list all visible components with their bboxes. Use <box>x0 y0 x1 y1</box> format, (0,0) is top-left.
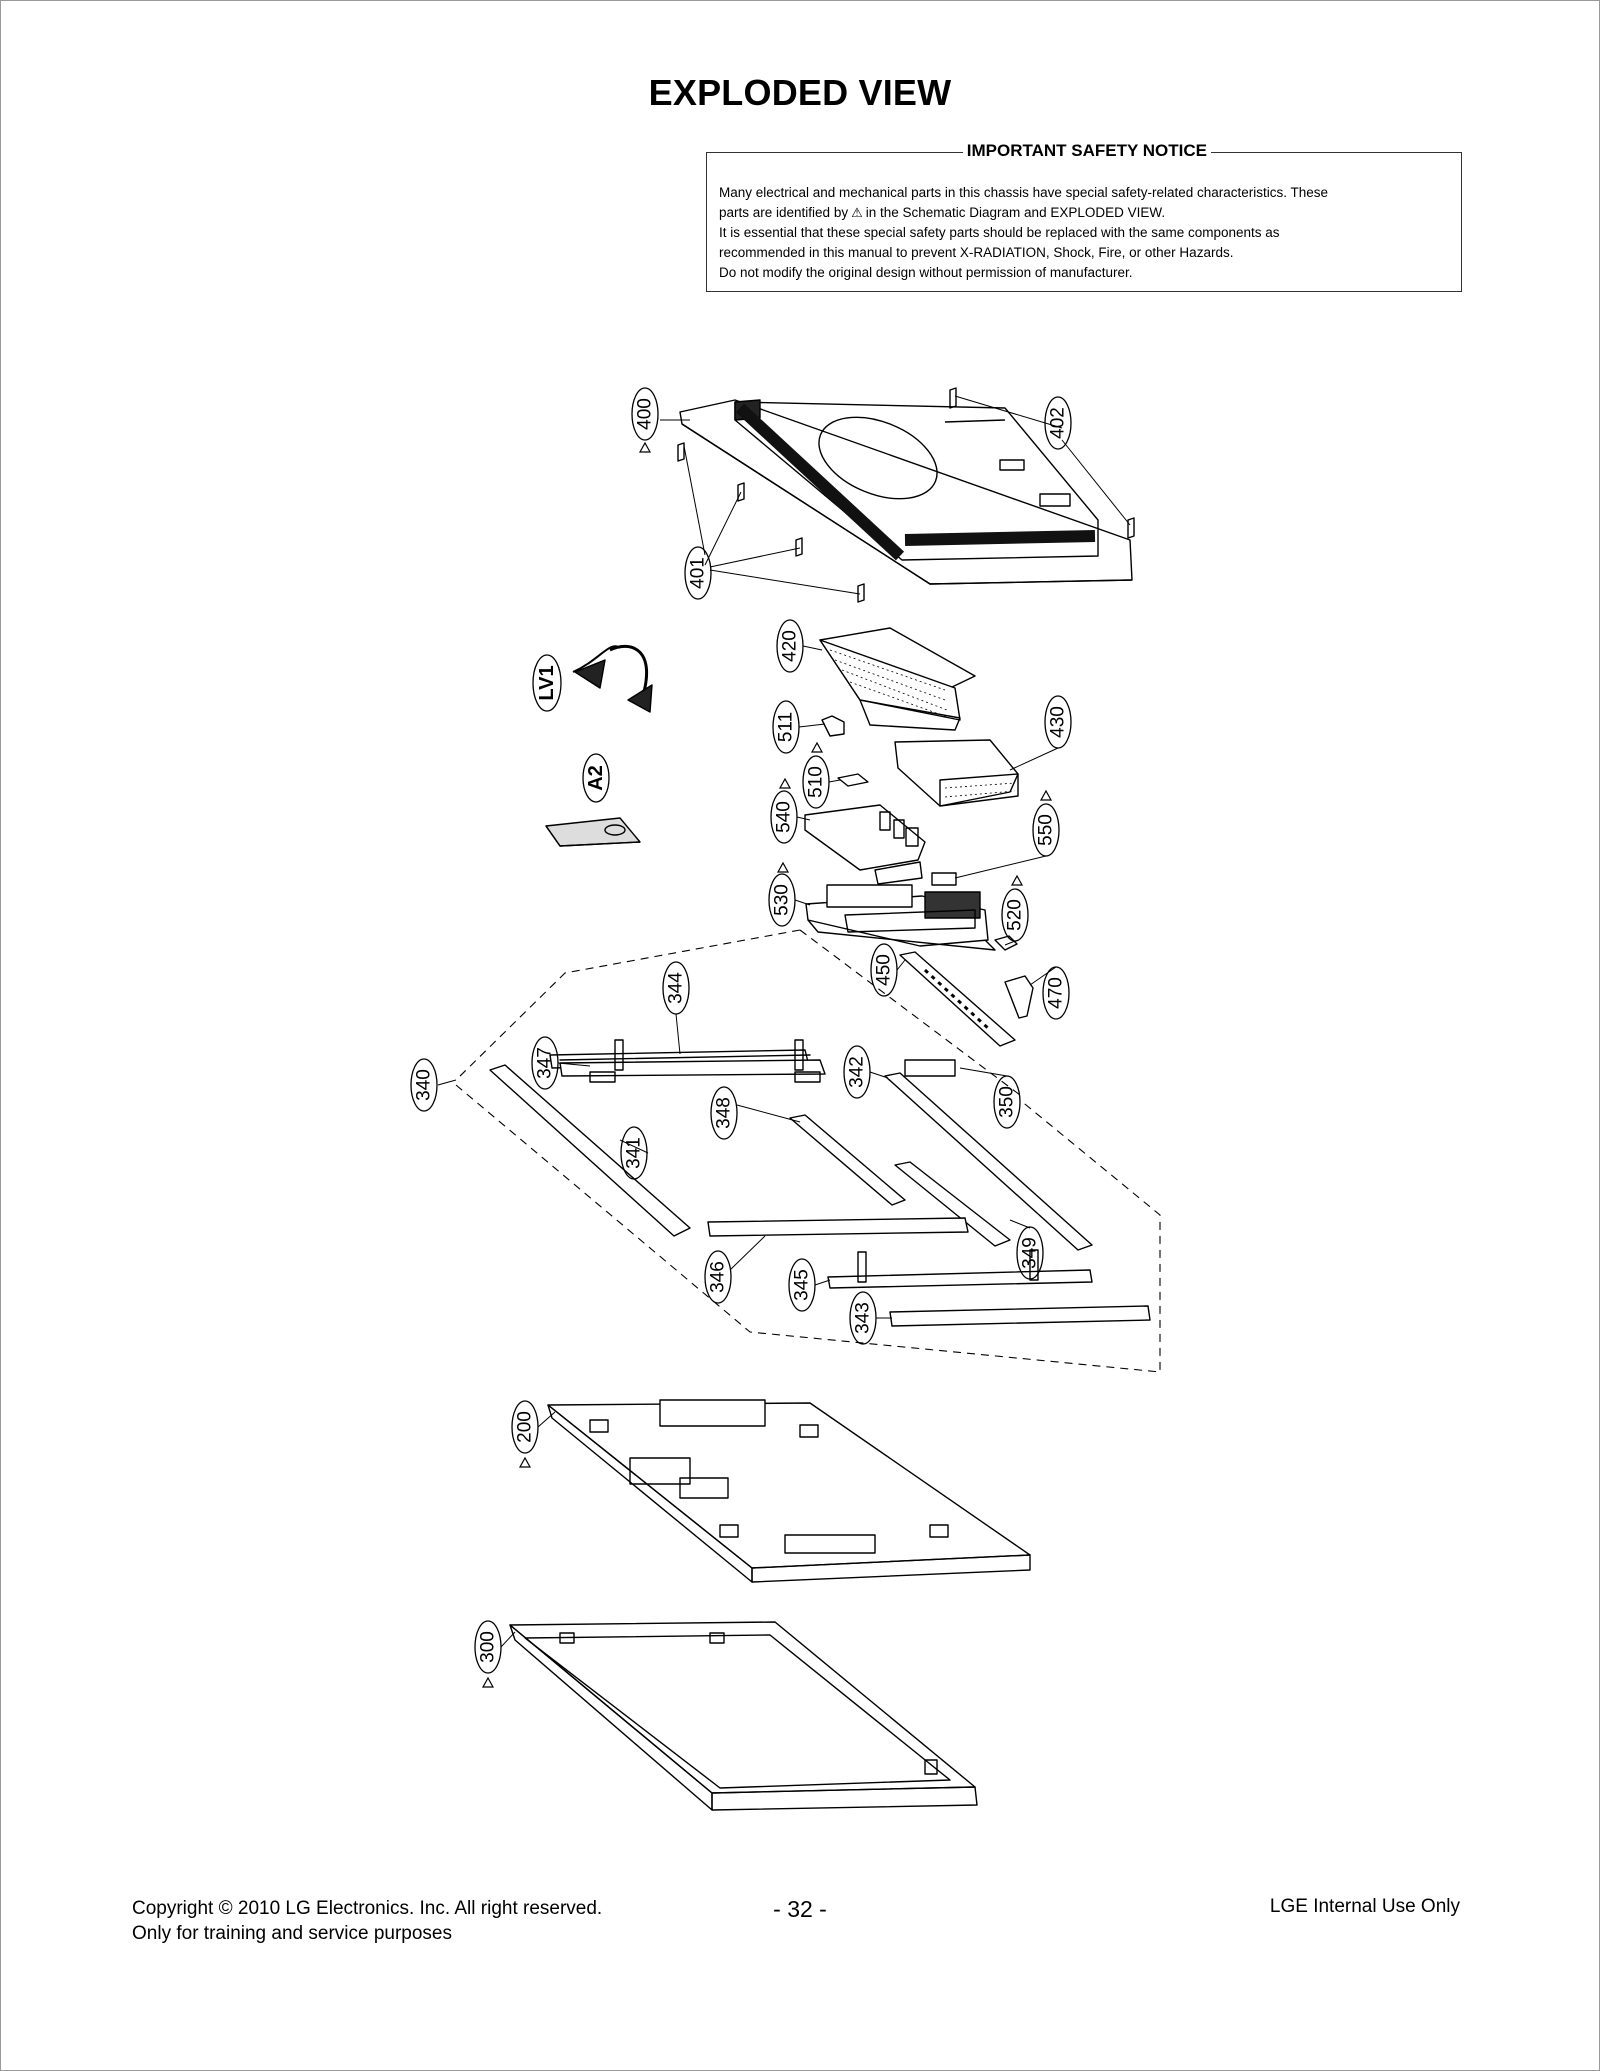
callout-349: 349 <box>1020 1237 1041 1269</box>
notice-line-1: Many electrical and mechanical parts in … <box>719 185 1329 200</box>
callout-401: 401 <box>688 557 709 589</box>
callout-530: 530 <box>772 884 793 916</box>
notice-line-3: It is essential that these special safet… <box>719 225 1280 240</box>
callout-348: 348 <box>714 1097 735 1129</box>
callout-450: 450 <box>874 954 895 986</box>
notice-line-2: parts are identified by⚠in the Schematic… <box>719 203 1449 223</box>
back-cover-part <box>679 399 1133 585</box>
callout-345: 345 <box>792 1269 813 1301</box>
callout-430: 430 <box>1048 706 1069 738</box>
callout-347: 347 <box>535 1047 556 1079</box>
callout-511: 511 <box>776 712 797 742</box>
clip-401-parts <box>677 442 865 603</box>
bracket-511-part <box>821 715 845 737</box>
cable-lv1-part <box>572 644 653 713</box>
shield-430-part <box>894 739 1019 807</box>
notice-line-2-after: in the Schematic Diagram and EXPLODED VI… <box>865 205 1166 220</box>
callout-200: 200 <box>515 1411 536 1443</box>
callout-550: 550 <box>1036 814 1057 846</box>
shield-420-part <box>819 627 976 731</box>
page-title: EXPLODED VIEW <box>648 72 952 113</box>
warning-triangle-icon <box>778 777 792 789</box>
footer-purpose: Only for training and service purposes <box>132 1923 452 1944</box>
callout-510: 510 <box>806 766 827 798</box>
safety-notice-body: Many electrical and mechanical parts in … <box>719 183 1449 283</box>
warning-triangle-icon: ⚠ <box>851 205 863 220</box>
callout-540: 540 <box>774 801 795 833</box>
leader-lines <box>437 645 1059 1648</box>
notice-line-2-before: parts are identified by <box>719 205 849 220</box>
callout-343: 343 <box>853 1302 874 1334</box>
safety-notice-title: IMPORTANT SAFETY NOTICE <box>962 141 1211 161</box>
safety-mark-icons <box>481 441 1053 1688</box>
callout-402: 402 <box>1048 407 1069 439</box>
power-board-530-part <box>805 884 996 951</box>
warning-triangle-icon <box>1010 874 1024 886</box>
notice-line-4: recommended in this manual to prevent X-… <box>719 245 1234 260</box>
callout-520: 520 <box>1005 899 1026 931</box>
safety-notice-box: IMPORTANT SAFETY NOTICE Many electrical … <box>706 141 1462 292</box>
bracket-470-part <box>1004 975 1034 1019</box>
callout-a2: A2 <box>585 765 607 791</box>
frame-300-part <box>509 1621 978 1811</box>
warning-triangle-icon <box>518 1456 532 1468</box>
callout-344: 344 <box>666 972 687 1004</box>
callout-lv1: LV1 <box>536 665 558 700</box>
main-board-540-part <box>804 804 926 885</box>
callout-346: 346 <box>708 1261 729 1293</box>
callout-341: 341 <box>624 1137 645 1169</box>
callout-300: 300 <box>478 1631 499 1663</box>
callout-470: 470 <box>1046 977 1067 1009</box>
frame-rails-parts <box>489 1039 1151 1327</box>
board-450-part <box>899 951 1016 1047</box>
frame-340-outline <box>455 929 1161 1373</box>
footer-left: Copyright © 2010 LG Electronics. Inc. Al… <box>132 1896 602 1946</box>
cabinet-200-part <box>547 1399 1031 1583</box>
callout-420: 420 <box>780 630 801 662</box>
callout-342: 342 <box>847 1056 868 1088</box>
bracket-520-part <box>994 935 1018 951</box>
warning-triangle-icon <box>638 441 652 453</box>
warning-triangle-icon <box>776 861 790 873</box>
footer-copyright: Copyright © 2010 LG Electronics. Inc. Al… <box>132 1898 603 1919</box>
callout-400: 400 <box>635 398 656 430</box>
callout-350: 350 <box>997 1086 1018 1118</box>
footer-internal: LGE Internal Use Only <box>1269 1896 1460 1917</box>
warning-triangle-icon <box>481 1676 495 1688</box>
footer-page-number: - 32 - <box>773 1896 827 1922</box>
notice-line-5: Do not modify the original design withou… <box>719 265 1133 280</box>
warning-triangle-icon <box>810 741 824 753</box>
part-550 <box>931 872 957 886</box>
callout-340: 340 <box>414 1069 435 1101</box>
clip-402-parts <box>949 387 1135 539</box>
part-510-board <box>837 773 869 787</box>
remote-a2-part <box>545 817 641 847</box>
warning-triangle-icon <box>1039 789 1053 801</box>
